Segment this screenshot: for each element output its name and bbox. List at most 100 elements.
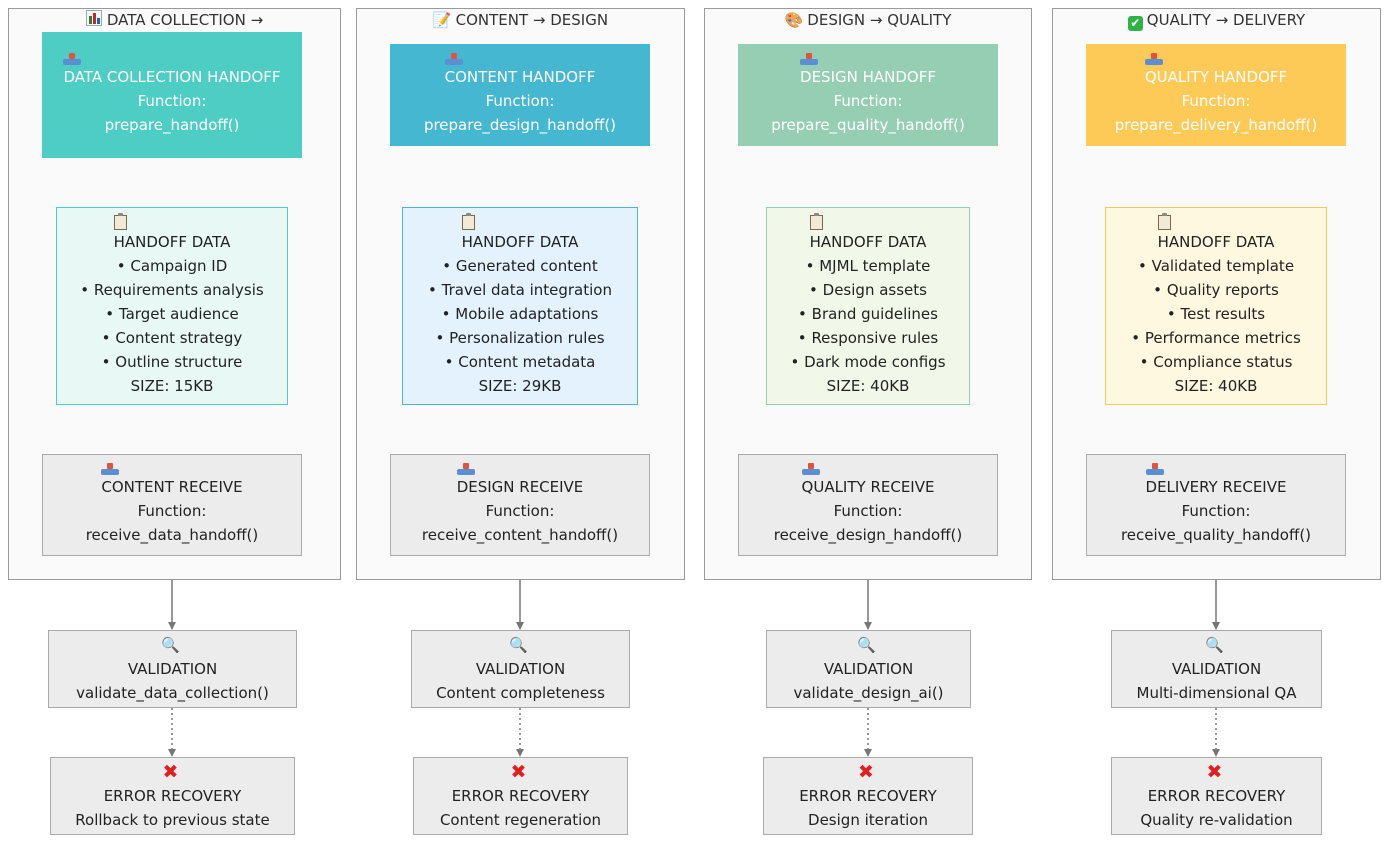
handoff-data-item: • Brand guidelines	[798, 302, 938, 326]
handoff-data-item: • Personalization rules	[435, 326, 604, 350]
handoff-data-item-text: MJML template	[819, 256, 931, 275]
handoff-data-node[interactable]: HANDOFF DATA • Campaign ID • Requirements …	[56, 207, 288, 405]
function-name: prepare_handoff()	[104, 116, 240, 134]
handoff-data-title-text: HANDOFF DATA	[113, 232, 231, 251]
handoff-data-item: • Content strategy	[102, 326, 243, 350]
bullet: •	[435, 328, 445, 347]
inbox-tray-icon	[801, 463, 820, 475]
lane-title: ✔QUALITY → DELIVERY	[1053, 10, 1380, 31]
bullet: •	[790, 352, 800, 371]
handoff-data-item-text: Brand guidelines	[811, 304, 938, 323]
handoff-data-item: • Dark mode configs	[790, 350, 945, 374]
error-recovery-title-text: ERROR RECOVERY	[451, 787, 590, 805]
handoff-node[interactable]: QUALITY HANDOFF Function: prepare_delivery…	[1086, 44, 1346, 146]
handoff-data-node[interactable]: HANDOFF DATA• MJML template• Design asse…	[766, 207, 970, 405]
bullet: •	[1137, 256, 1147, 275]
clipboard-icon	[461, 212, 475, 230]
validation-detail: validate_design_ai()	[793, 684, 944, 702]
handoff-data-item-text: Compliance status	[1153, 352, 1293, 371]
bullet: •	[444, 352, 454, 371]
error-recovery-detail: Rollback to previous state	[75, 811, 270, 829]
receive-title-text: DELIVERY RECEIVE	[1145, 478, 1287, 496]
error-recovery-title-text: ERROR RECOVERY	[799, 787, 937, 805]
function-label: Function:	[1181, 92, 1251, 110]
validation-title-text: VALIDATION	[475, 660, 566, 678]
bullet: •	[101, 352, 111, 371]
handoff-data-item: • Quality reports	[1153, 278, 1279, 302]
lane-title-text: CONTENT → DESIGN	[455, 11, 609, 29]
error-recovery-detail: Content regeneration	[439, 811, 602, 829]
handoff-data-node[interactable]: HANDOFF DATA• Generated content• Travel …	[402, 207, 638, 405]
handoff-data-size: SIZE: 40KB	[1174, 376, 1258, 395]
handoff-data-item-text: Travel data integration	[441, 280, 612, 299]
receive-title-text: QUALITY RECEIVE	[801, 478, 935, 496]
handoff-title-text: QUALITY HANDOFF	[1144, 68, 1288, 86]
inbox-tray-icon	[1144, 53, 1163, 65]
handoff-data-size: SIZE: 15KB	[130, 376, 214, 395]
error-recovery-title-text: ERROR RECOVERY	[103, 787, 242, 805]
clipboard-icon	[809, 212, 823, 230]
receive-title: DELIVERY RECEIVE	[1145, 463, 1287, 499]
handoff-data-item-text: Validated template	[1151, 256, 1295, 275]
lane-title: 🎨DESIGN → QUALITY	[705, 10, 1031, 30]
error-recovery-node[interactable]: ✖ERROR RECOVERY Content regeneration	[413, 757, 628, 835]
function-label: Function:	[137, 502, 207, 520]
handoff-data-item-text: Personalization rules	[449, 328, 605, 347]
cross-mark-icon: ✖	[162, 761, 179, 783]
error-recovery-title: ✖ERROR RECOVERY	[452, 760, 590, 808]
handoff-data-item: • Responsive rules	[798, 326, 938, 350]
handoff-data-node[interactable]: HANDOFF DATA • Validated template • Qualit…	[1105, 207, 1327, 405]
cross-mark-icon: ✖	[858, 761, 874, 783]
function-name: prepare_quality_handoff()	[771, 116, 965, 134]
handoff-data-item-text: Content strategy	[115, 328, 243, 347]
inbox-tray-icon	[444, 53, 463, 65]
handoff-data-title-text: HANDOFF DATA	[461, 232, 579, 251]
handoff-data-item-text: Dark mode configs	[804, 352, 946, 371]
handoff-data-item-text: Target audience	[118, 304, 239, 323]
handoff-data-item: • Generated content	[442, 254, 597, 278]
inbox-tray-icon	[456, 463, 475, 475]
handoff-data-item-text: Campaign ID	[130, 256, 228, 275]
bullet: •	[442, 256, 452, 275]
validation-title: 🔍VALIDATION	[128, 633, 217, 681]
bullet: •	[1131, 328, 1141, 347]
memo-icon: 📝	[432, 11, 452, 29]
handoff-data-item-text: Responsive rules	[811, 328, 939, 347]
function-label: Function:	[485, 502, 555, 520]
inbox-tray-icon	[101, 463, 120, 475]
lane-title: 📝CONTENT → DESIGN	[357, 10, 684, 30]
handoff-data-title-text: HANDOFF DATA	[1157, 232, 1275, 251]
bullet: •	[798, 304, 807, 323]
receive-title: DESIGN RECEIVE	[456, 463, 584, 499]
clipboard-icon	[113, 212, 127, 230]
handoff-data-size: SIZE: 40KB	[826, 376, 910, 395]
error-recovery-node[interactable]: ✖ ERROR RECOVERY Rollback to previous stat…	[50, 757, 295, 835]
handoff-data-title: HANDOFF DATA	[461, 212, 579, 254]
handoff-data-item-text: Test results	[1180, 304, 1266, 323]
receive-title-text: DESIGN RECEIVE	[456, 478, 584, 496]
handoff-data-title: HANDOFF DATA	[1157, 212, 1275, 254]
receive-title-text: CONTENT RECEIVE	[101, 478, 243, 496]
handoff-data-item-text: Requirements analysis	[93, 280, 264, 299]
function-name: prepare_delivery_handoff()	[1114, 116, 1318, 134]
handoff-data-item: • Campaign ID	[117, 254, 228, 278]
validation-title-text: VALIDATION	[1171, 660, 1262, 678]
handoff-data-item: • Target audience	[105, 302, 238, 326]
function-name: receive_quality_handoff()	[1120, 526, 1312, 544]
handoff-data-size: SIZE: 29KB	[478, 376, 562, 395]
bullet: •	[101, 328, 111, 347]
handoff-data-item-text: Outline structure	[115, 352, 243, 371]
